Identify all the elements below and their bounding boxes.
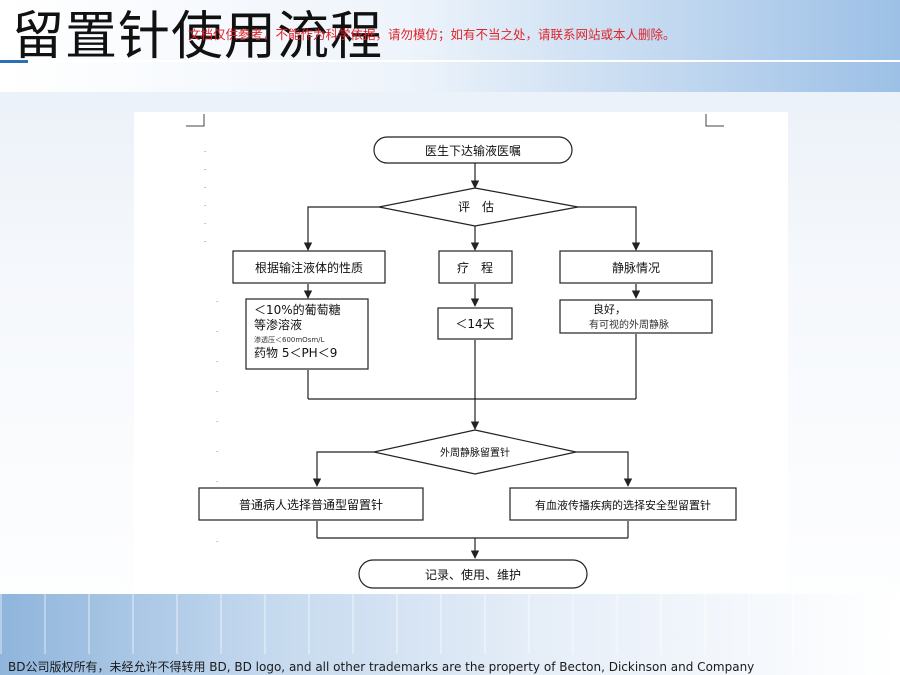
svg-text:.: . xyxy=(216,386,218,394)
criteria-fluid-line4: 药物 5＜PH＜9 xyxy=(254,346,337,360)
start-label: 医生下达输液医嘱 xyxy=(425,143,521,158)
svg-text:.: . xyxy=(204,164,206,172)
peripheral-label: 外周静脉留置针 xyxy=(440,446,510,459)
option-normal-label: 普通病人选择普通型留置针 xyxy=(239,497,383,512)
svg-text:.: . xyxy=(204,236,206,244)
footer-stripes xyxy=(0,594,900,654)
assess-decision: 评 估 xyxy=(378,187,579,227)
branch-course: 疗 程 xyxy=(438,250,513,284)
flowchart-svg: ... ... ... ... ... 医生下达输液医嘱 评 估 xyxy=(186,114,737,589)
crop-marks xyxy=(186,114,724,127)
title-band xyxy=(0,0,900,92)
option-blood: 有血液传播疾病的选择安全型留置针 xyxy=(509,487,737,521)
title-underline xyxy=(0,60,900,62)
branch-fluid-label: 根据输注液体的性质 xyxy=(255,260,363,275)
criteria-course-label: ＜14天 xyxy=(455,317,494,331)
branch-vein: 静脉情况 xyxy=(559,250,713,284)
svg-text:.: . xyxy=(216,356,218,364)
svg-text:.: . xyxy=(204,182,206,190)
copyright-footer: BD公司版权所有，未经允许不得转用 BD, BD logo, and all o… xyxy=(8,660,755,674)
svg-text:.: . xyxy=(216,296,218,304)
accent-tick xyxy=(0,60,28,63)
criteria-vein: 良好， 有可视的外周静脉 xyxy=(559,299,713,334)
footer-band xyxy=(0,594,900,675)
svg-text:.: . xyxy=(216,446,218,454)
svg-text:.: . xyxy=(216,416,218,424)
peripheral-decision: 外周静脉留置针 xyxy=(373,429,577,475)
svg-text:.: . xyxy=(204,200,206,208)
criteria-vein-line2: 有可视的外周静脉 xyxy=(589,318,669,331)
end-label: 记录、使用、维护 xyxy=(425,567,521,582)
criteria-fluid: ＜10%的葡萄糖 等渗溶液 渗透压＜600mOsm/L 药物 5＜PH＜9 xyxy=(245,298,369,370)
branch-course-label: 疗 程 xyxy=(457,260,493,275)
svg-text:.: . xyxy=(204,218,206,226)
end-node: 记录、使用、维护 xyxy=(358,559,588,589)
criteria-course: ＜14天 xyxy=(437,307,513,340)
option-normal: 普通病人选择普通型留置针 xyxy=(198,487,424,521)
branch-vein-label: 静脉情况 xyxy=(612,260,660,275)
margin-marks: ... ... ... ... ... xyxy=(204,146,218,544)
svg-text:.: . xyxy=(204,146,206,154)
svg-text:.: . xyxy=(216,326,218,334)
criteria-fluid-line2: 等渗溶液 xyxy=(254,317,302,332)
svg-text:.: . xyxy=(216,536,218,544)
criteria-vein-line1: 良好， xyxy=(593,302,626,316)
slide-title: 留置针使用流程 xyxy=(12,7,384,67)
start-node: 医生下达输液医嘱 xyxy=(373,136,573,164)
branch-fluid: 根据输注液体的性质 xyxy=(232,250,386,284)
svg-text:.: . xyxy=(216,476,218,484)
option-blood-label: 有血液传播疾病的选择安全型留置针 xyxy=(535,498,711,512)
disclaimer-watermark: 文档仅供参考，不能作为科学依据，请勿模仿；如有不当之处，请联系网站或本人删除。 xyxy=(188,27,676,42)
flowchart-panel: ... ... ... ... ... 医生下达输液医嘱 评 估 xyxy=(134,112,788,592)
assess-label: 评 估 xyxy=(458,200,494,214)
criteria-fluid-line1: ＜10%的葡萄糖 xyxy=(254,302,341,317)
connectors xyxy=(303,163,641,559)
criteria-fluid-line3: 渗透压＜600mOsm/L xyxy=(254,335,325,344)
